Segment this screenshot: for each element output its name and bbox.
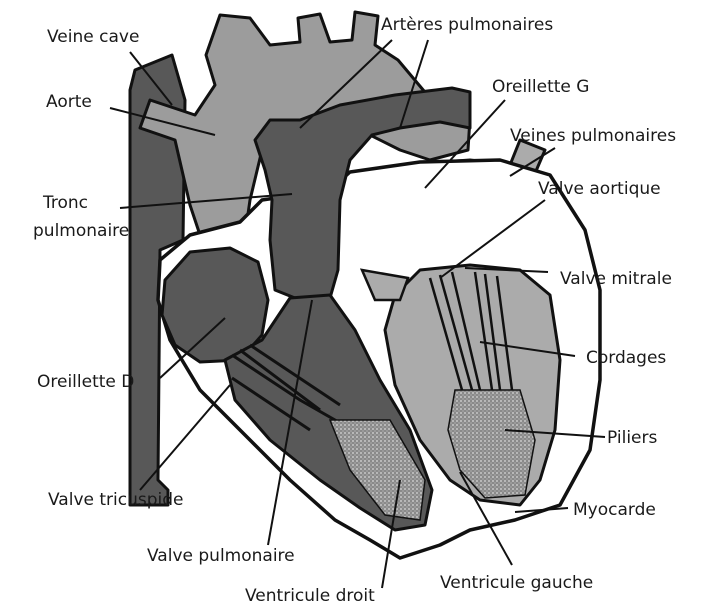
- label-veine-cave: Veine cave: [47, 27, 139, 47]
- label-aorte: Aorte: [46, 92, 92, 112]
- label-valve-pulmonaire: Valve pulmonaire: [147, 546, 295, 566]
- label-oreillette-d: Oreillette D: [37, 372, 134, 392]
- label-valve-mitrale: Valve mitrale: [560, 269, 672, 289]
- label-cordages: Cordages: [586, 348, 666, 368]
- label-veines-pulmonaires: Veines pulmonaires: [510, 126, 676, 146]
- label-ventricule-gauche: Ventricule gauche: [440, 573, 593, 593]
- label-tronc-line1: Tronc: [42, 193, 88, 213]
- label-tronc-line2: pulmonaire: [33, 221, 129, 241]
- label-arteres-pulmonaires: Artères pulmonaires: [381, 15, 553, 35]
- label-valve-aortique: Valve aortique: [538, 179, 661, 199]
- label-myocarde: Myocarde: [573, 500, 656, 520]
- label-piliers: Piliers: [607, 428, 657, 448]
- label-oreillette-g: Oreillette G: [492, 77, 589, 97]
- label-ventricule-droit: Ventricule droit: [245, 586, 375, 606]
- label-valve-tricuspide: Valve tricuspide: [48, 490, 184, 510]
